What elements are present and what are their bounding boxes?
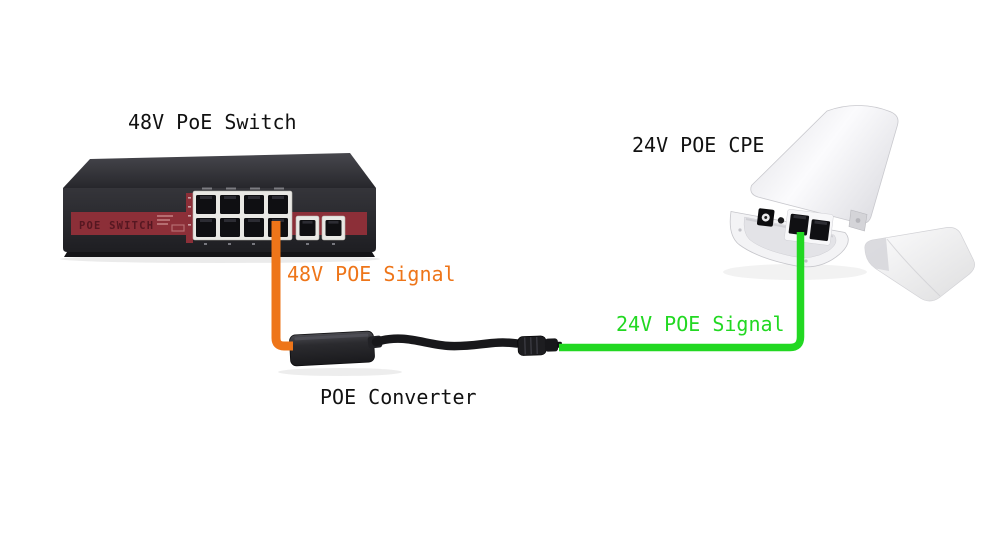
cpe-shadow [723, 264, 867, 280]
poe-switch: POE SWITCH [60, 153, 380, 263]
switch-faceplate-label: POE SWITCH [79, 220, 154, 232]
cpe-title: 24V POE CPE [632, 133, 765, 157]
converter-title: POE Converter [320, 385, 477, 409]
poe-48v-cable [271, 221, 293, 351]
converter-dc-connector [517, 335, 563, 356]
cpe-ports [756, 208, 834, 246]
cpe-reset-button [777, 217, 785, 224]
cpe-port-2-pins [814, 220, 828, 225]
cpe-dc-jack-pin [764, 215, 768, 219]
cpe-mount-hole [855, 218, 861, 223]
dc-connector-body [517, 335, 547, 356]
dc-connector-ridges [523, 337, 538, 355]
signal-24v-label: 24V POE Signal [616, 312, 785, 336]
converter-shadow [278, 368, 402, 376]
port-label-strip [186, 193, 193, 243]
dc-connector-tip [544, 338, 559, 352]
cpe-cover [864, 227, 975, 302]
cpe-cover-lip [864, 237, 889, 271]
converter-box-highlight [294, 333, 369, 341]
switch-title: 48V PoE Switch [128, 110, 297, 134]
poe-24v-cable [559, 232, 805, 352]
cpe-screw-2 [804, 259, 808, 263]
poe-cpe [723, 105, 899, 280]
cpe-port-1-pins [793, 214, 807, 220]
switch-top-face [63, 153, 376, 188]
uplink-port-block [295, 215, 346, 241]
poe-converter [278, 330, 563, 376]
cpe-body [750, 105, 899, 224]
cpe-cover-crease [886, 238, 941, 297]
port-indicator-marks [202, 187, 284, 190]
cpe-screw-1 [738, 228, 742, 232]
signal-48v-label: 48V POE Signal [287, 262, 456, 286]
switch-bottom-lip [64, 252, 375, 257]
led-legend-marks [157, 215, 185, 232]
converter-cord [371, 334, 522, 351]
